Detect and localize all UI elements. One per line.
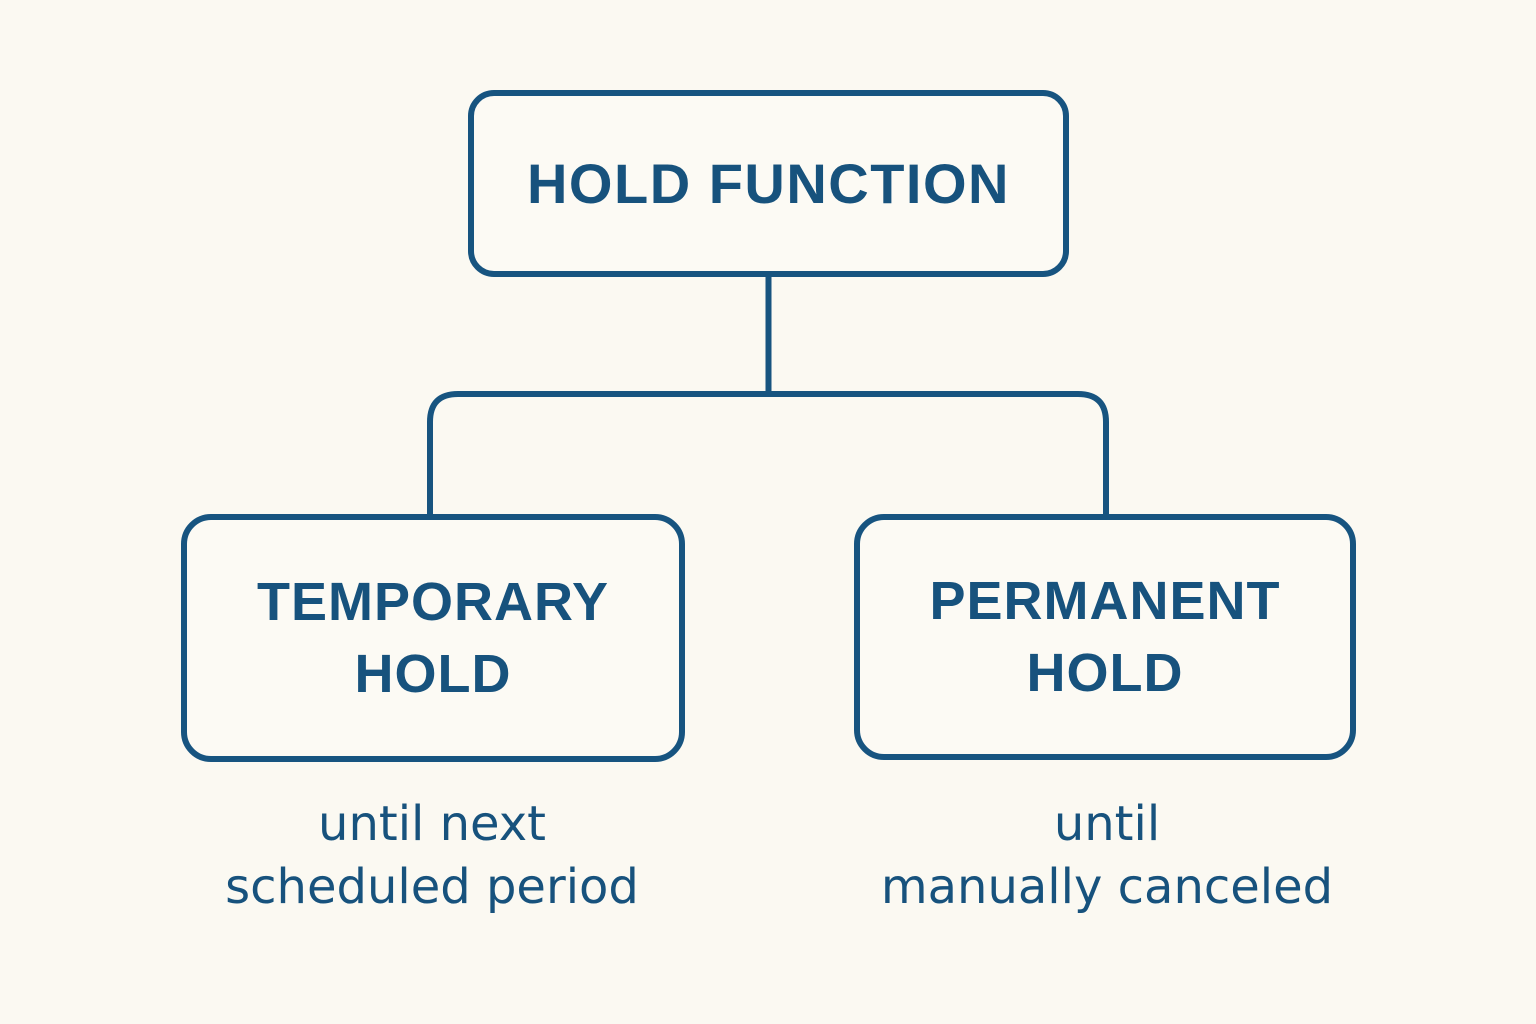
- caption-permanent-hold-line2: manually canceled: [880, 859, 1334, 915]
- caption-temporary-hold-line1: until next: [318, 796, 546, 852]
- node-temporary-hold-label-line2: HOLD: [354, 644, 512, 704]
- caption-permanent-hold: until manually canceled: [807, 793, 1407, 919]
- node-permanent-hold-label-line1: PERMANENT: [929, 571, 1281, 631]
- caption-temporary-hold: until next scheduled period: [132, 793, 732, 919]
- node-permanent-hold: PERMANENT HOLD: [854, 514, 1356, 760]
- node-temporary-hold: TEMPORARY HOLD: [181, 514, 685, 762]
- node-hold-function: HOLD FUNCTION: [468, 90, 1069, 277]
- caption-temporary-hold-line2: scheduled period: [225, 859, 639, 915]
- caption-permanent-hold-line1: until: [1053, 796, 1161, 852]
- connector-branch: [427, 391, 1109, 518]
- node-hold-function-label: HOLD FUNCTION: [526, 152, 1010, 215]
- node-permanent-hold-label-line2: HOLD: [1026, 643, 1184, 703]
- node-temporary-hold-label-line1: TEMPORARY: [256, 572, 609, 632]
